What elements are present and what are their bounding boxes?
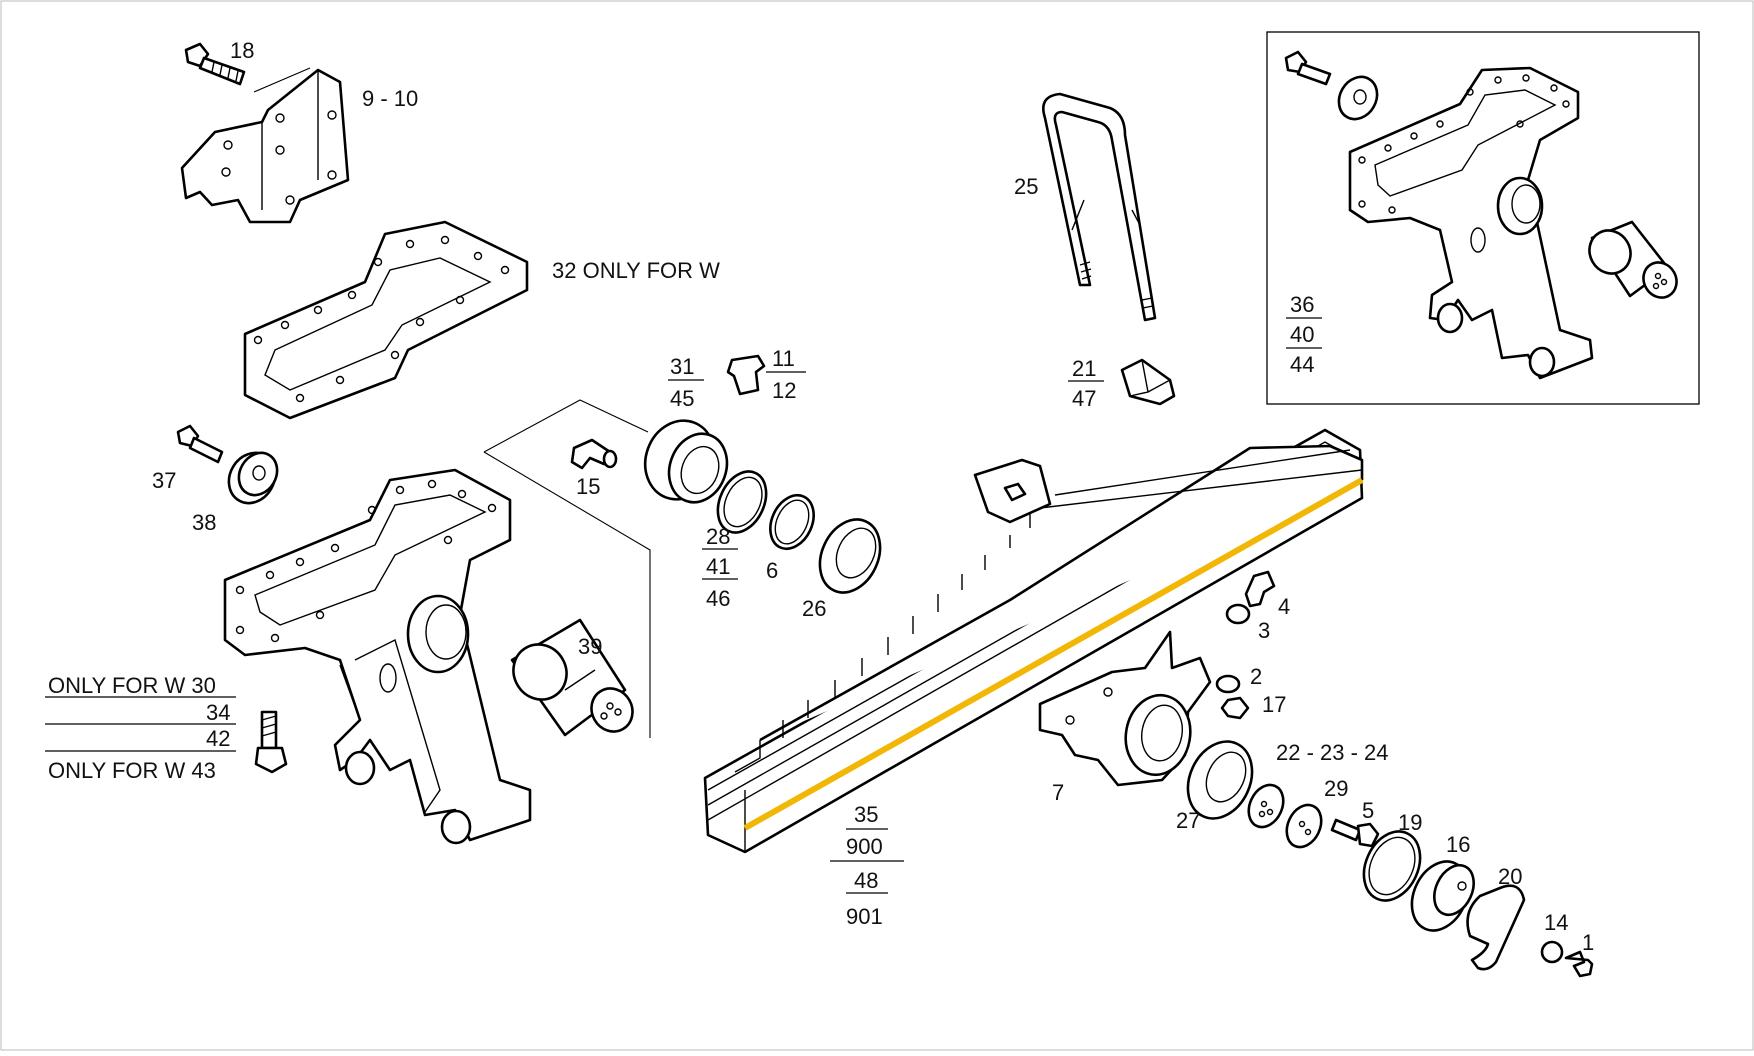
leader-18 xyxy=(253,67,311,93)
bolt-18 xyxy=(184,42,246,86)
bushing-31-45 xyxy=(643,419,729,504)
label-40: 40 xyxy=(1290,322,1314,347)
label-11: 11 xyxy=(772,346,795,371)
label-41: 41 xyxy=(706,554,730,579)
label-16: 16 xyxy=(1446,832,1470,857)
label-20: 20 xyxy=(1498,864,1522,889)
label-26: 26 xyxy=(802,596,826,621)
label-39: 39 xyxy=(578,634,602,659)
label-12: 12 xyxy=(772,378,796,403)
hanger-bracket-left xyxy=(223,468,532,845)
label-21: 21 xyxy=(1072,356,1096,381)
label-48: 48 xyxy=(854,868,878,893)
label-30: ONLY FOR W 30 xyxy=(48,673,216,698)
plate-32 xyxy=(243,220,529,420)
fraction-lines xyxy=(45,317,1322,894)
labels: 18 9 - 10 32 ONLY FOR W 37 38 ONLY FOR W… xyxy=(48,38,1594,955)
washer-14 xyxy=(1540,940,1564,964)
label-15: 15 xyxy=(576,474,600,499)
label-32: 32 ONLY FOR W xyxy=(552,258,720,283)
washer-2 xyxy=(1215,674,1241,694)
clip-20 xyxy=(1466,884,1526,971)
cap-11-12 xyxy=(726,354,766,396)
bolt-4 xyxy=(1244,570,1276,608)
disc-29 xyxy=(1285,803,1323,849)
washer-inset xyxy=(1337,75,1379,121)
label-42: 42 xyxy=(206,726,230,751)
spacer-22-24 xyxy=(1247,783,1285,829)
bolt-inset xyxy=(1284,50,1332,86)
label-17: 17 xyxy=(1262,692,1286,717)
bracket-9-10 xyxy=(180,68,350,224)
leaf-spring-accent xyxy=(743,477,1364,831)
label-22-23-24: 22 - 23 - 24 xyxy=(1276,740,1389,765)
washer-3 xyxy=(1225,603,1251,625)
label-37: 37 xyxy=(152,468,176,493)
bolt-30 xyxy=(254,710,288,774)
bolt-1 xyxy=(1564,950,1594,978)
label-47: 47 xyxy=(1072,386,1096,411)
label-4: 4 xyxy=(1278,594,1290,619)
label-38: 38 xyxy=(192,510,216,535)
label-7: 7 xyxy=(1052,780,1064,805)
label-18: 18 xyxy=(230,38,254,63)
label-34: 34 xyxy=(206,700,230,725)
label-46: 46 xyxy=(706,586,730,611)
ring-6 xyxy=(769,493,815,551)
u-bolt-25 xyxy=(1042,92,1157,322)
label-27: 27 xyxy=(1176,808,1200,833)
label-25: 25 xyxy=(1014,174,1038,199)
bolt-37 xyxy=(176,424,224,464)
grease-nipple-15 xyxy=(570,438,618,470)
label-2: 2 xyxy=(1250,664,1262,689)
hanger-bracket-right xyxy=(1348,66,1594,380)
inset-frame xyxy=(1266,31,1700,405)
label-28: 28 xyxy=(706,524,730,549)
ring-28 xyxy=(716,470,768,534)
o-ring-19 xyxy=(1362,830,1422,902)
leaf-spring xyxy=(703,428,1364,854)
label-3: 3 xyxy=(1258,618,1270,643)
seal-27 xyxy=(1186,740,1254,820)
pin-39 xyxy=(510,618,634,737)
label-5: 5 xyxy=(1362,798,1374,823)
label-9-10: 9 - 10 xyxy=(362,86,418,111)
label-31: 31 xyxy=(670,354,694,379)
label-901: 901 xyxy=(846,904,883,929)
hub-cap-16 xyxy=(1410,860,1475,932)
hub-carrier-7 xyxy=(1038,630,1212,787)
label-900: 900 xyxy=(846,834,883,859)
washer-38 xyxy=(227,451,279,505)
pin-inset xyxy=(1588,220,1678,299)
label-6: 6 xyxy=(766,558,778,583)
label-44: 44 xyxy=(1290,352,1314,377)
leader-box-39 xyxy=(483,399,651,738)
nut-17 xyxy=(1220,696,1250,720)
label-29: 29 xyxy=(1324,776,1348,801)
label-1: 1 xyxy=(1582,930,1594,955)
bolt-5 xyxy=(1330,818,1380,848)
label-45: 45 xyxy=(670,386,694,411)
label-43: ONLY FOR W 43 xyxy=(48,758,216,783)
label-36: 36 xyxy=(1290,292,1314,317)
label-19: 19 xyxy=(1398,810,1422,835)
label-35: 35 xyxy=(854,802,878,827)
wedge-21-47 xyxy=(1120,358,1176,406)
seal-26 xyxy=(818,518,882,594)
label-14: 14 xyxy=(1544,910,1568,935)
